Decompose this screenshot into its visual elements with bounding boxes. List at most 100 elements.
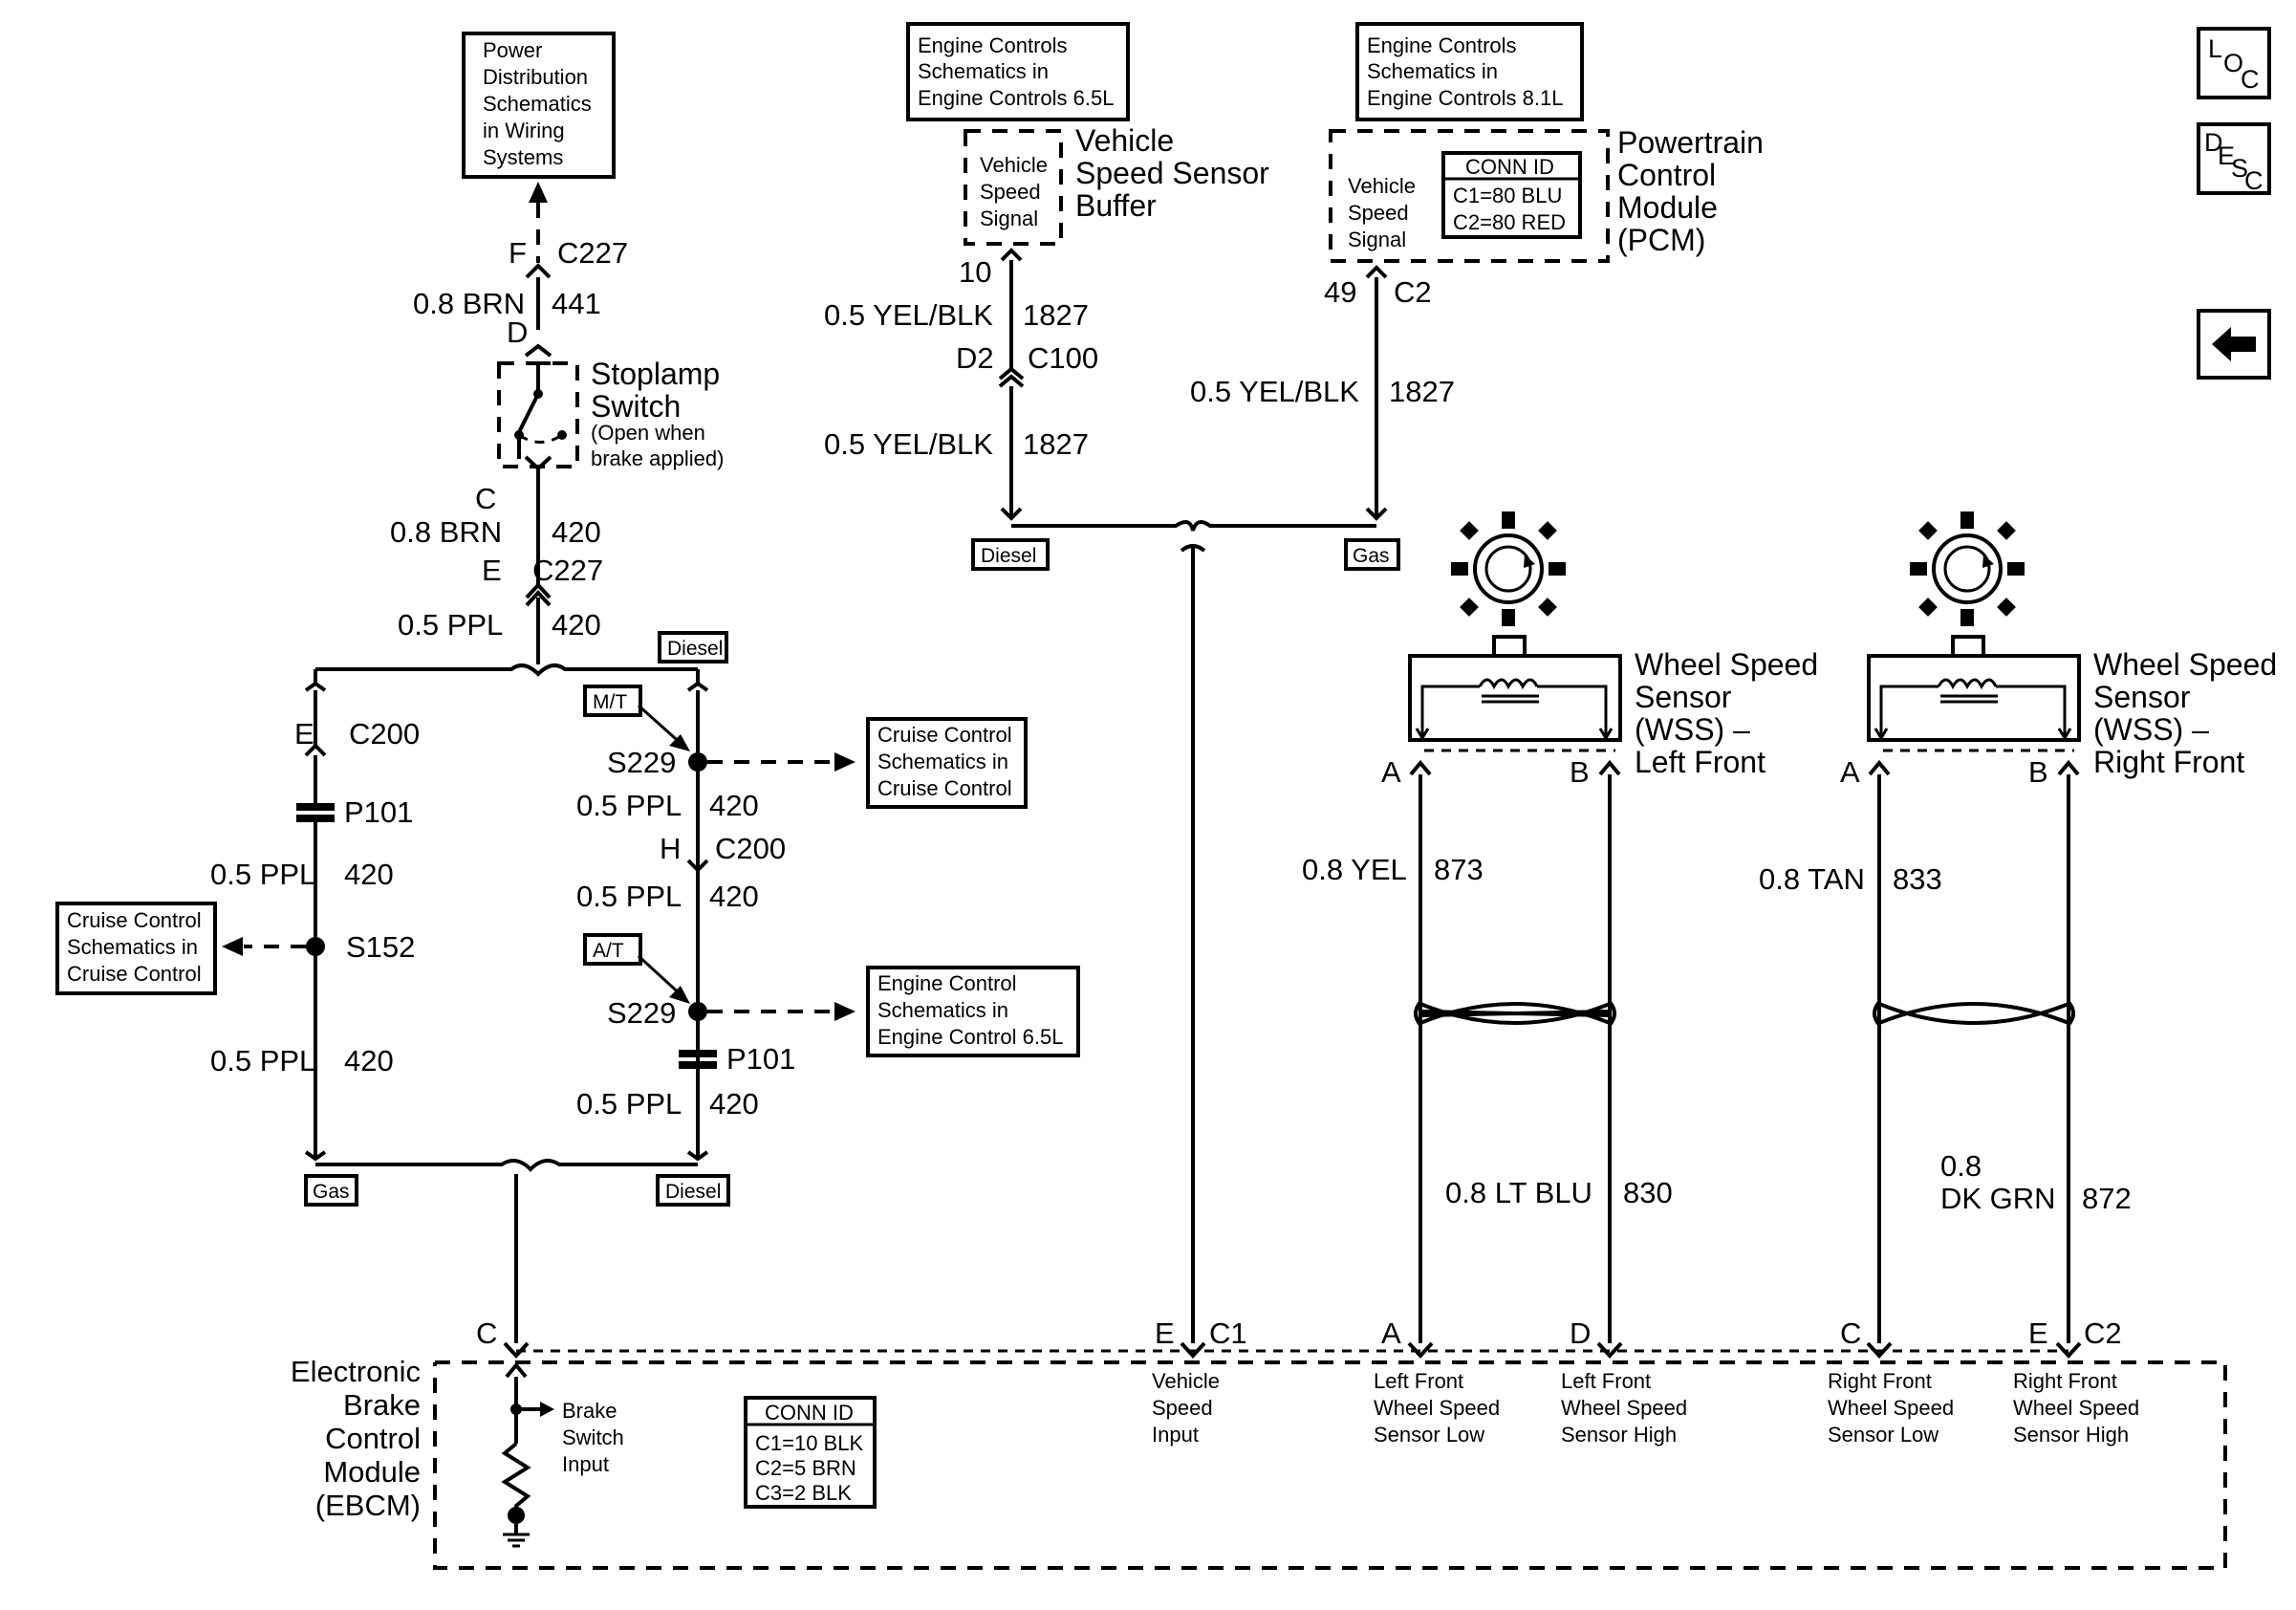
ref-text: Schematics in (918, 59, 1049, 83)
wire-size: 0.8 TAN (1759, 862, 1865, 896)
pin-description: Wheel Speed (1374, 1396, 1500, 1420)
svg-text:Diesel: Diesel (665, 1181, 721, 1203)
bus-upper (315, 664, 698, 677)
component-title: Switch (591, 389, 681, 424)
pin-label: 49 (1324, 275, 1356, 309)
option-tag-diesel-top: Diesel (658, 631, 728, 664)
wire-number: 1827 (1023, 427, 1089, 461)
engine-controls-65-ref[interactable]: Engine Controls Schematics in Engine Con… (906, 22, 1130, 121)
pin-description: Wheel Speed (1828, 1396, 1954, 1420)
desc-button[interactable]: D E S C (2197, 122, 2271, 195)
arrow-right-icon (540, 1402, 554, 1417)
wire-number: 420 (709, 789, 759, 822)
connector-label: C100 (1028, 341, 1098, 375)
back-button[interactable] (2197, 309, 2271, 380)
svg-text:Gas: Gas (313, 1181, 350, 1203)
pin-description: Vehicle (1152, 1369, 1220, 1393)
pcm-conn-id: CONN ID C1=80 BLU C2=80 RED (1441, 151, 1582, 239)
arrow-up-icon (529, 182, 548, 203)
component-title: Sensor (2093, 680, 2191, 714)
pin-label: E (2028, 1316, 2048, 1350)
component-title: Powertrain (1617, 125, 1764, 160)
component-title: Speed Sensor (1075, 156, 1269, 190)
wire-number: 833 (1893, 862, 1942, 896)
pin-description: Switch (562, 1425, 624, 1449)
pin-label: A (1381, 755, 1401, 789)
connector-c227-mid (525, 582, 552, 599)
connector-label: P101 (726, 1042, 795, 1076)
ebcm-module[interactable] (433, 1349, 2227, 1570)
wire-size: 0.8 BRN (413, 287, 525, 320)
splice-s229-bottom (688, 1002, 707, 1021)
pin-description: Wheel Speed (2013, 1396, 2139, 1420)
splice-label: S229 (607, 746, 676, 779)
loc-button[interactable]: L O C (2197, 27, 2271, 99)
component-title: (WSS) – (1635, 712, 1750, 747)
nav-letter: C (2241, 65, 2260, 94)
pin-description: Left Front (1561, 1369, 1651, 1393)
pin-description: Sensor Low (1374, 1423, 1484, 1447)
wire-number: 420 (552, 608, 601, 642)
module-title: Electronic (291, 1355, 421, 1388)
connector-p101-left (296, 803, 335, 822)
wire-size: 0.5 PPL (210, 858, 315, 891)
wire-size: 0.5 PPL (576, 789, 682, 822)
svg-text:CONN ID: CONN ID (765, 1401, 854, 1425)
powertrain-control-module[interactable]: Vehicle Speed Signal CONN ID C1=80 BLU C… (1329, 129, 1610, 263)
pin-label: D (1570, 1316, 1591, 1350)
connector-label: C200 (349, 717, 420, 751)
module-title: Module (323, 1455, 421, 1489)
vehicle-speed-sensor-buffer[interactable]: Vehicle Speed Signal (964, 129, 1063, 246)
component-title: Sensor (1635, 680, 1732, 714)
wire-number: 420 (344, 858, 394, 891)
engine-controls-81-ref[interactable]: Engine Controls Schematics in Engine Con… (1355, 22, 1584, 121)
wss-left-front[interactable] (1408, 511, 1622, 752)
cruise-control-ref-left[interactable]: Cruise Control Schematics in Cruise Cont… (55, 902, 217, 995)
module-title: Brake (343, 1388, 421, 1422)
ref-text: Engine Control (877, 971, 1017, 995)
connector-label: C2 (1394, 275, 1432, 309)
wire-number: 420 (709, 880, 759, 913)
stoplamp-switch[interactable] (497, 343, 579, 471)
engine-control-ref[interactable]: Engine Control Schematics in Engine Cont… (866, 966, 1080, 1057)
wire-size: 0.8 BRN (390, 515, 502, 549)
pin-label: 10 (959, 255, 991, 289)
wss-right-front[interactable] (1867, 511, 2081, 752)
ref-text: in Wiring (483, 119, 565, 142)
wire-number: 873 (1434, 853, 1484, 886)
ref-text: Cruise Control (67, 908, 202, 932)
nav-letter: L (2208, 34, 2222, 63)
svg-text:Diesel: Diesel (981, 545, 1036, 567)
connector-label: C227 (532, 554, 603, 587)
power-distribution-ref[interactable]: Power Distribution Schematics in Wiring … (462, 32, 616, 179)
nav-letter: C (2244, 166, 2264, 195)
svg-text:C2=80 RED: C2=80 RED (1453, 210, 1566, 234)
svg-text:CONN ID: CONN ID (1465, 155, 1554, 179)
bus-vss (1011, 520, 1376, 532)
ref-text: Schematics (483, 92, 592, 116)
pin-description: Sensor Low (1828, 1423, 1939, 1447)
pin-description: Sensor High (1561, 1423, 1677, 1447)
connector-c200-right (686, 859, 709, 873)
pin-label: C (476, 1316, 497, 1350)
pin-label: C (475, 482, 496, 515)
pin-description: Right Front (2013, 1369, 2117, 1393)
svg-text:M/T: M/T (593, 691, 627, 713)
pin-label: B (2028, 755, 2048, 789)
ref-text: Schematics in (877, 998, 1008, 1022)
inner-text: Vehicle (1348, 174, 1416, 198)
arrow-right-icon (834, 752, 856, 772)
pin-description: Speed (1152, 1396, 1213, 1420)
svg-text:C1=80 BLU: C1=80 BLU (1453, 184, 1562, 207)
wire-number: 872 (2082, 1182, 2132, 1215)
pin-label: C (1840, 1316, 1861, 1350)
ref-text: Cruise Control (877, 776, 1012, 800)
cruise-control-ref-right[interactable]: Cruise Control Schematics in Cruise Cont… (866, 717, 1028, 809)
nav-letter: D (2204, 128, 2223, 157)
ref-text: Schematics in (67, 935, 198, 959)
wire-size: 0.5 PPL (398, 608, 503, 642)
svg-text:Gas: Gas (1353, 545, 1390, 567)
ref-text: Cruise Control (877, 723, 1012, 747)
wire-number: 1827 (1389, 375, 1455, 408)
inner-text: Signal (980, 207, 1038, 230)
